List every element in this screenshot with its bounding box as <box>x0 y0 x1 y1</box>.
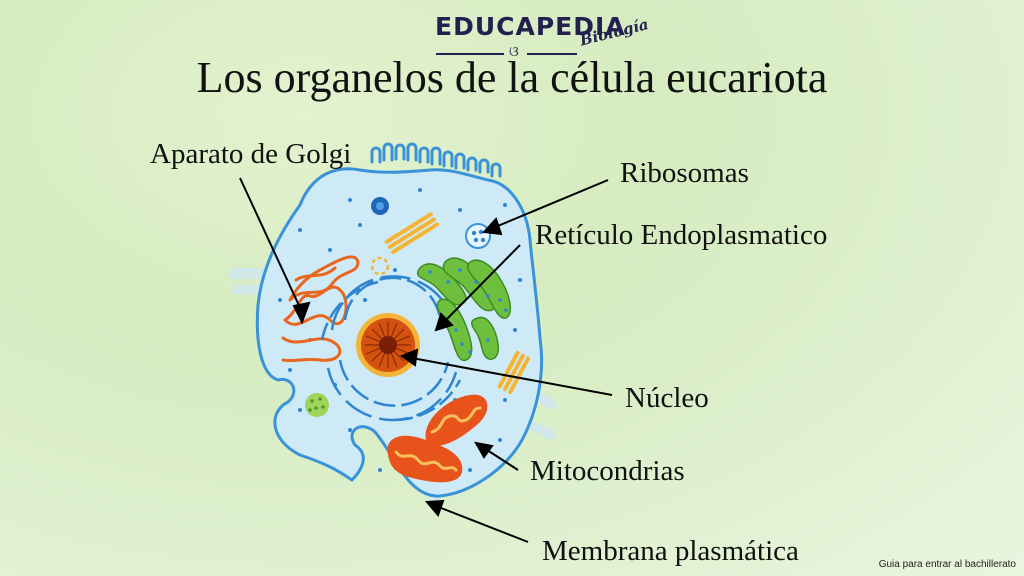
golgi-apparatus <box>281 255 360 363</box>
lysosome <box>370 256 390 276</box>
pointer-arrows <box>239 177 613 543</box>
logo-ornament-icon: ଓ <box>509 44 519 60</box>
arrow-membrane <box>435 505 529 543</box>
arrow-ribosomes <box>492 179 609 229</box>
label-mitochondria: Mitocondrias <box>530 455 685 487</box>
label-nucleus: Núcleo <box>625 382 709 414</box>
brand-name: EDUCAPEDIA <box>435 12 626 41</box>
arrow-membrane-head <box>424 499 445 517</box>
er-ribosome-dots <box>428 268 508 354</box>
mitochondrion <box>425 394 488 446</box>
arrow-er-head <box>434 312 454 332</box>
streak <box>232 285 266 294</box>
arrow-mitochondria-head <box>474 441 494 459</box>
centriole <box>384 212 440 255</box>
logo-rule-left <box>436 53 504 55</box>
nuclear-envelope <box>320 275 462 422</box>
ribosome-vacuole <box>465 223 491 249</box>
arrow-golgi <box>239 177 303 313</box>
streak <box>526 420 556 440</box>
arrow-ribosomes-head <box>481 217 503 236</box>
cilia <box>370 142 502 178</box>
arrow-er <box>443 244 521 323</box>
logo-rule-right <box>527 53 577 55</box>
label-golgi: Aparato de Golgi <box>150 138 352 170</box>
arrow-nucleus-head <box>399 348 419 367</box>
label-er: Retículo Endoplasmatico <box>535 219 828 251</box>
footer-note: Guia para entrar al bachillerato <box>878 559 1016 570</box>
label-ribosomes: Ribosomas <box>620 157 749 189</box>
centriole <box>497 350 531 395</box>
arrow-golgi-head <box>292 301 311 325</box>
page-title: Los organelos de la célula eucariota <box>196 53 828 102</box>
label-membrane: Membrana plasmática <box>542 535 799 567</box>
streak <box>228 268 268 279</box>
arrow-nucleus <box>411 357 613 396</box>
mitochondrion <box>387 435 463 483</box>
nucleolus <box>379 336 397 354</box>
peroxisome <box>305 393 329 417</box>
brand-logo: EDUCAPEDIA Biología ଓ <box>430 10 650 60</box>
arrow-mitochondria <box>483 447 519 471</box>
